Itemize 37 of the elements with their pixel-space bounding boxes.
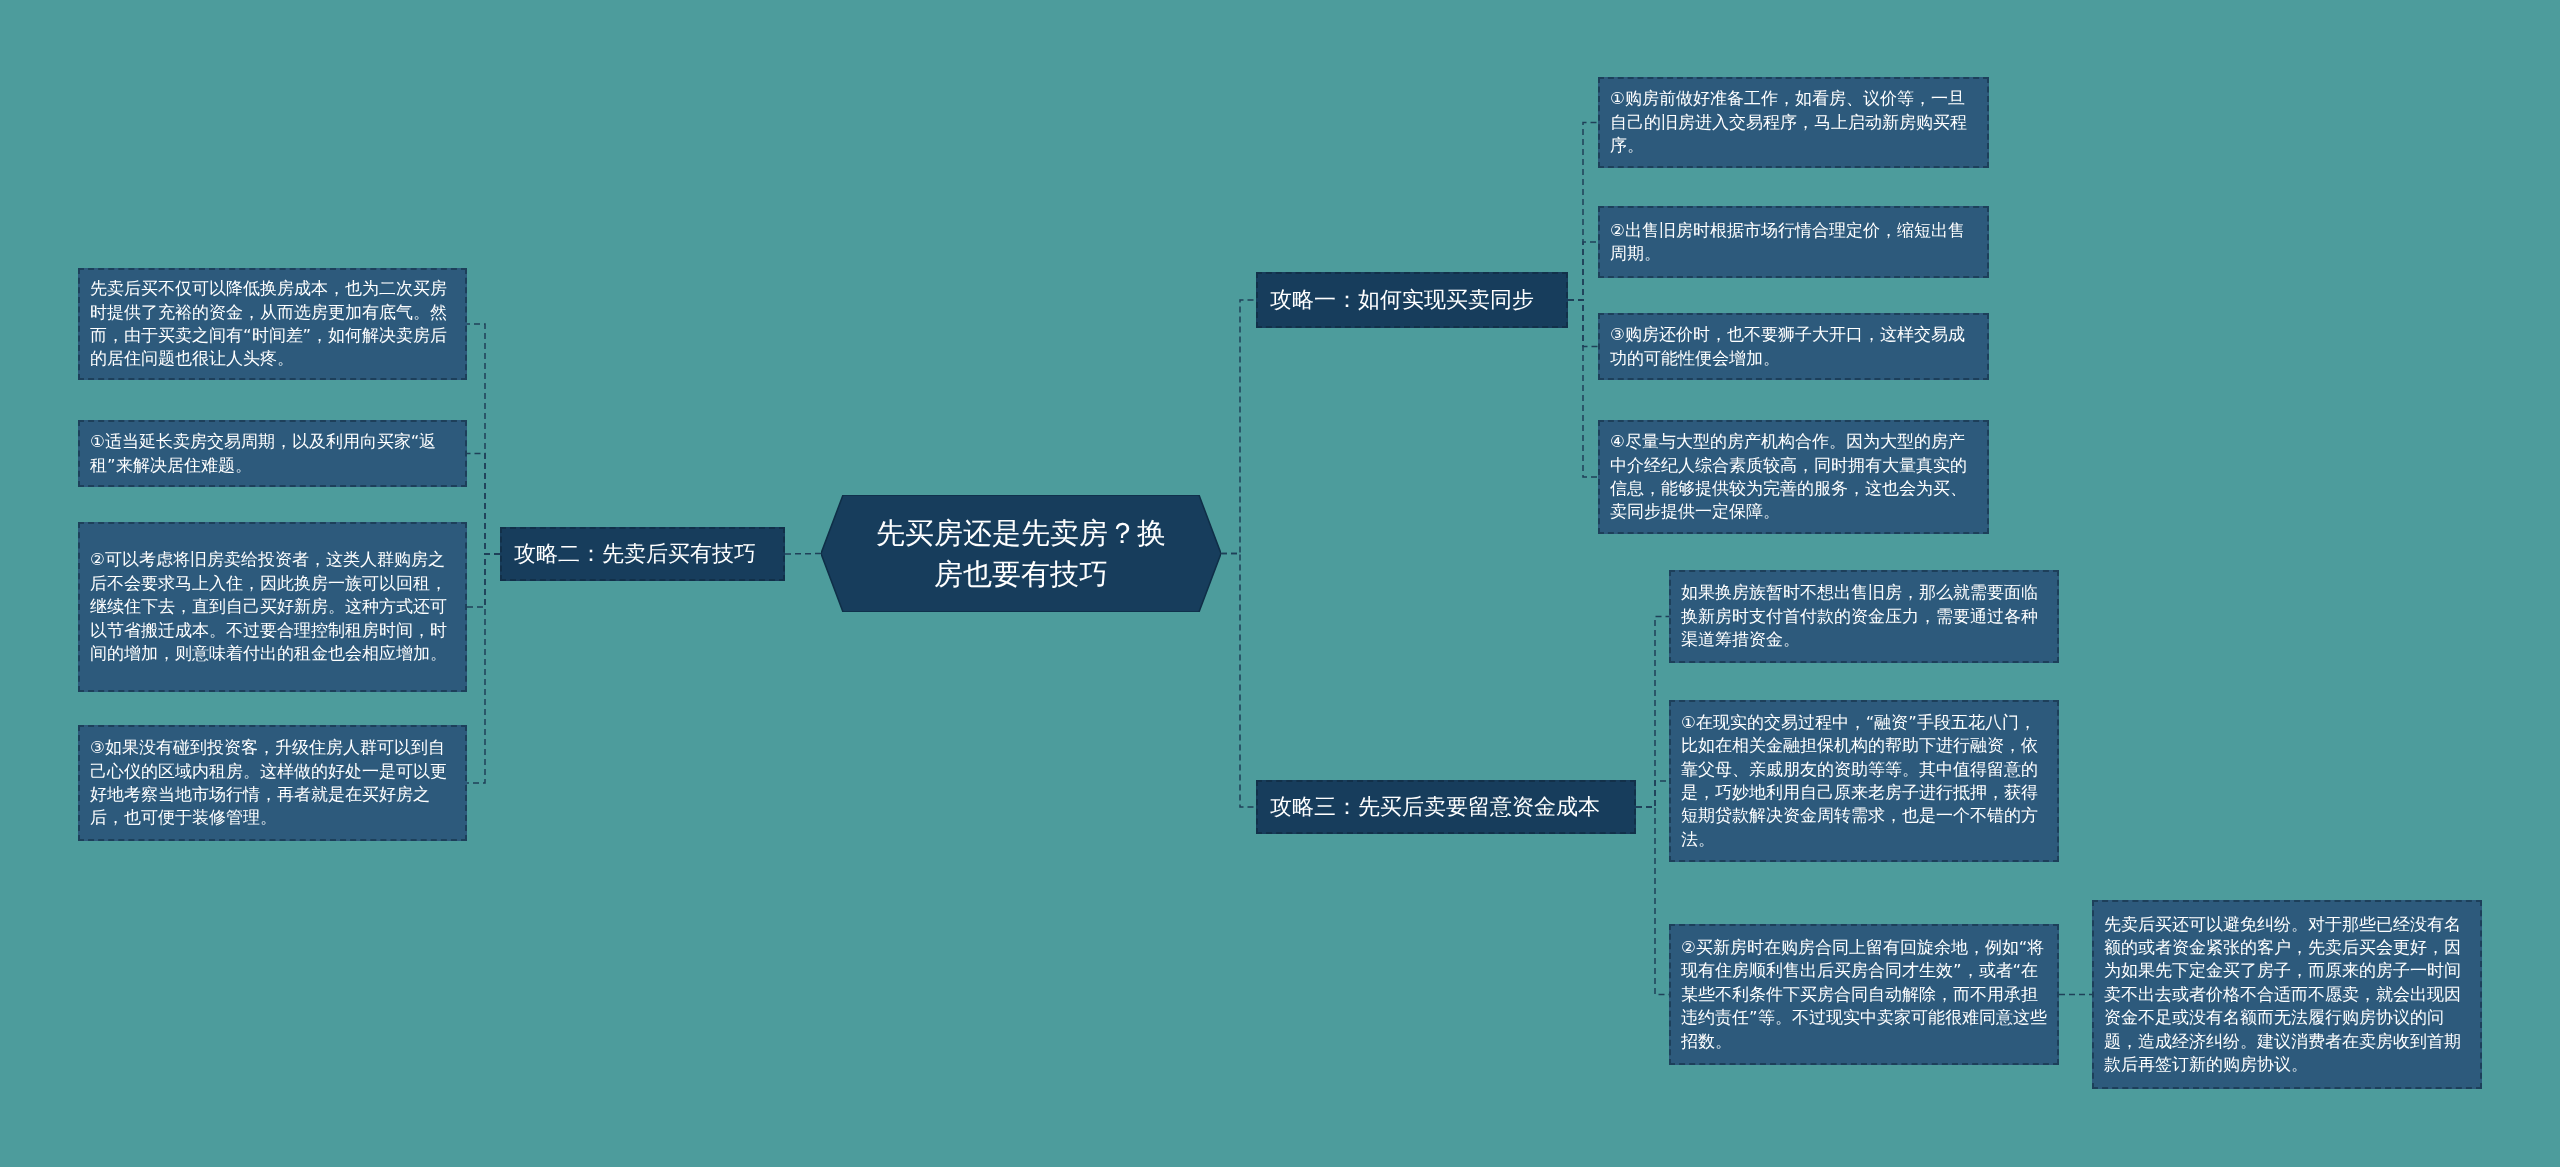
note-box	[1598, 420, 1989, 534]
note-box	[1598, 77, 1989, 168]
note-text: ④尽量与大型的房产机构合作。因为大型的房产中介经纪人综合素质较高，同时拥有大量真实的信息，能够提供较为完善的服务，这也会为买、卖同步提供一定保障。	[1610, 431, 1968, 524]
note-text: ①在现实的交易过程中，“融资”手段五花八门，比如在相关金融担保机构的帮助下进行融资，依靠父母、亲戚朋友的资助等等。其中值得留意的是，巧妙地利用自己原来老房子进行抵押，获得短期贷款解决资金周转需求，也是一个不错的方法。	[1681, 711, 2039, 851]
note-box	[1669, 570, 2059, 663]
branch-label: 攻略二：先卖后买有技巧	[514, 540, 756, 568]
connector-line	[2058, 993, 2093, 996]
branch-box	[1256, 272, 1568, 328]
note-text: 先卖后买还可以避免纠纷。对于那些已经没有名额的或者资金紧张的客户，先卖后买会更好，因为如果先下定金买了房子，而原来的房子一时间卖不出去或者价格不合适而不愿卖，就会出现因资金不足或没有名额而无法履行购房协议的问题，造成经济纠纷。建议消费者在卖房收到首期款后再签订新的购房协议。	[2104, 913, 2462, 1077]
hexagon-node	[821, 495, 1221, 612]
note-text: ①购房前做好准备工作，如看房、议价等，一旦自己的旧房进入交易程序，马上启动新房购买程序。	[1610, 88, 1968, 158]
note-box	[2092, 900, 2482, 1089]
title-text: 先买房还是先卖房？换房也要有技巧	[875, 514, 1167, 593]
note-box	[78, 268, 467, 380]
branch-box	[1256, 780, 1636, 834]
note-text: ②可以考虑将旧房卖给投资者，这类人群购房之后不会要求马上入住，因此换房一族可以回租，继续住下去，直到自己买好新房。这种方式还可以节省搬迁成本。不过要合理控制租房时间，时间的增加，则意味着付出的租金也会相应增加。	[90, 549, 448, 666]
note-box	[1598, 206, 1989, 278]
note-text: ①适当延长卖房交易周期，以及利用向买家“返租”来解决居住难题。	[90, 431, 438, 477]
connector-line	[1567, 299, 1599, 478]
note-text: 先卖后买不仅可以降低换房成本，也为二次买房时提供了充裕的资金，从而选房更加有底气。然而，由于买卖之间有“时间差”，如何解决卖房后的居住问题也很让人头疼。	[90, 278, 449, 371]
note-box	[78, 522, 467, 692]
note-box	[78, 420, 467, 487]
note-text: ②买新房时在购房合同上留有回旋余地，例如“将现有住房顺利售出后买房合同才生效”，或者“在某些不利条件下买房合同自动解除，而不用承担违约责任”等。不过现实中卖家可能很难同意这些招数。	[1681, 936, 2047, 1053]
note-text: ②出售旧房时根据市场行情合理定价，缩短出售周期。	[1610, 219, 1966, 265]
note-text: ③如果没有碰到投资客，升级住房人群可以到自己心仪的区域内租房。这样做的好处一是可以更好地考察当地市场行情，再者就是在买好房之后，也可便于装修管理。	[90, 737, 448, 830]
note-box	[78, 725, 467, 841]
connector-line	[1220, 552, 1257, 808]
note-box	[1598, 313, 1989, 380]
note-box	[1669, 924, 2059, 1065]
branch-label: 攻略三：先买后卖要留意资金成本	[1270, 793, 1600, 821]
connector-line	[466, 553, 501, 784]
note-box	[1669, 700, 2059, 862]
connector-line	[784, 552, 822, 555]
branch-label: 攻略一：如何实现买卖同步	[1270, 286, 1534, 314]
note-text: 如果换房族暂时不想出售旧房，那么就需要面临换新房时支付首付款的资金压力，需要通过各种渠道筹措资金。	[1681, 582, 2039, 652]
branch-box	[500, 527, 785, 581]
note-text: ③购房还价时，也不要狮子大开口，这样交易成功的可能性便会增加。	[1610, 324, 1966, 370]
